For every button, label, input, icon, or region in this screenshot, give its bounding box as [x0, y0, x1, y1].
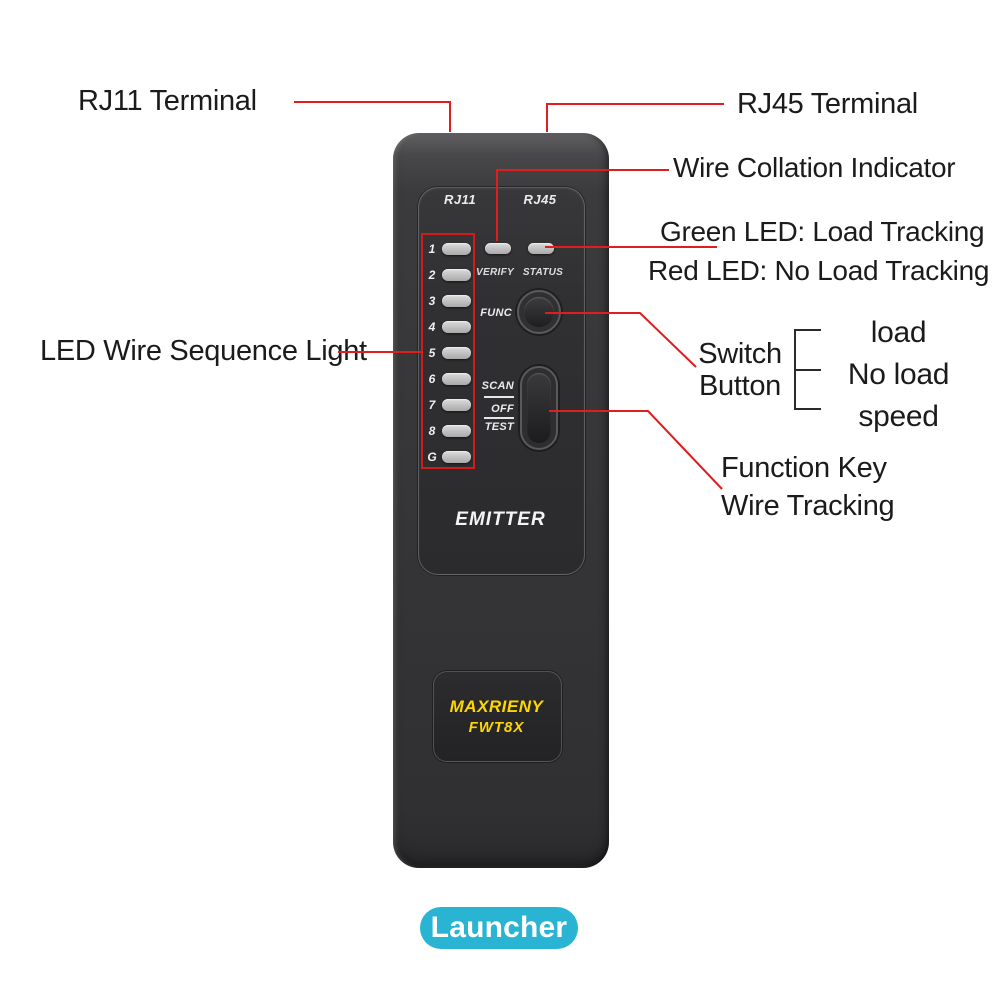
- switch-button-label: Switch Button: [690, 338, 790, 402]
- led-number: 4: [428, 319, 436, 334]
- switch-option-load: load: [870, 316, 927, 349]
- led-number: 8: [428, 423, 436, 438]
- led-row: 2: [426, 267, 471, 282]
- switch-option-no-load: No load: [847, 358, 950, 391]
- launcher-badge: Launcher: [420, 907, 578, 949]
- switch-divider: [484, 396, 514, 398]
- options-bracket: [794, 329, 821, 410]
- scan-label: SCAN: [481, 380, 514, 392]
- led-indicator: [442, 398, 471, 411]
- led-indicator: [442, 268, 471, 281]
- led-row: 4: [426, 319, 471, 334]
- status-led: [528, 243, 554, 254]
- led-number: G: [427, 449, 437, 464]
- led-wire-sequence-label: LED Wire Sequence Light: [40, 335, 367, 367]
- function-key-label-line2: Wire Tracking: [721, 490, 895, 522]
- led-indicator: [442, 346, 471, 359]
- rj11-terminal-label: RJ11 Terminal: [78, 85, 257, 117]
- verify-led: [485, 243, 511, 254]
- led-number: 7: [428, 397, 436, 412]
- led-number: 5: [428, 345, 436, 360]
- function-key-label-line1: Function Key: [721, 452, 887, 484]
- brand-name: MAXRIENY: [449, 697, 544, 716]
- led-row: 3: [426, 293, 471, 308]
- rj45-terminal-label: RJ45 Terminal: [737, 88, 918, 120]
- led-row: 5: [426, 345, 471, 360]
- green-led-note: Green LED: Load Tracking: [660, 216, 985, 247]
- test-label: TEST: [484, 421, 514, 433]
- status-label: STATUS: [522, 267, 564, 278]
- wire-collation-label: Wire Collation Indicator: [673, 152, 956, 183]
- led-indicator: [442, 424, 471, 437]
- led-indicator: [442, 320, 471, 333]
- led-number: 3: [428, 293, 436, 308]
- device-rj11-jack-label: RJ11: [443, 192, 477, 207]
- led-highlight-box: [421, 233, 475, 469]
- led-number: 1: [428, 241, 436, 256]
- model-number: FWT8X: [468, 719, 525, 736]
- led-number: 2: [428, 267, 436, 282]
- led-row: 6: [426, 371, 471, 386]
- led-indicator: [442, 242, 471, 255]
- rocker-switch-ring: [520, 366, 558, 450]
- switch-button-label-line2: Button: [698, 370, 782, 402]
- off-label: OFF: [491, 403, 514, 415]
- switch-divider: [484, 417, 514, 419]
- red-led-note: Red LED: No Load Tracking: [648, 255, 990, 286]
- led-row: 8: [426, 423, 471, 438]
- led-row: 7: [426, 397, 471, 412]
- rocker-switch: [527, 373, 551, 443]
- led-row: G: [426, 449, 471, 464]
- led-row: 1: [426, 241, 471, 256]
- func-button: [524, 297, 554, 327]
- led-indicator: [442, 294, 471, 307]
- led-number: 6: [428, 371, 436, 386]
- switch-option-speed: speed: [858, 400, 939, 433]
- rj11-callout-line: [294, 101, 451, 132]
- verify-label: VERIFY: [476, 267, 514, 278]
- emitter-label: EMITTER: [455, 509, 546, 530]
- function-key-label: Function Key Wire Tracking: [721, 449, 895, 525]
- brand-plate: [433, 671, 562, 762]
- device-rj45-jack-label: RJ45: [523, 192, 557, 207]
- switch-button-label-line1: Switch: [698, 338, 782, 370]
- rj45-callout-line: [546, 103, 724, 132]
- switch-options-list: load No load speed: [836, 312, 961, 438]
- led-indicator: [442, 372, 471, 385]
- func-label: FUNC: [480, 307, 512, 319]
- led-indicator: [442, 450, 471, 463]
